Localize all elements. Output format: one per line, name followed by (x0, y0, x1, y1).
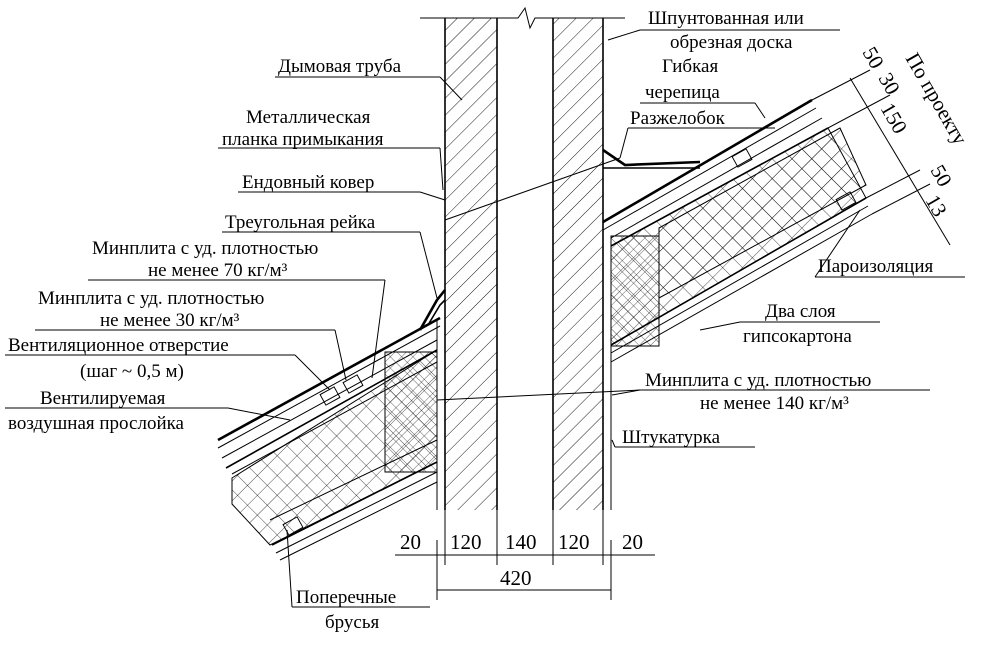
roof-right (602, 98, 873, 363)
chimney-wall-left (445, 18, 497, 510)
label-plaster: Штукатурка (622, 427, 721, 448)
label-vent-hole-1: Вентиляционное отверстие (8, 335, 229, 356)
chimney (420, 6, 625, 510)
label-minplate70-2: не менее 70 кг/м³ (148, 260, 288, 281)
label-vent-layer-1: Вентилируемая (40, 388, 166, 409)
dim-50-top: 50 (858, 43, 889, 73)
dim-50-bottom: 50 (926, 161, 957, 191)
label-vent-hole-2: (шаг ~ 0,5 м) (80, 361, 184, 382)
label-cross-beams-1: Поперечные (296, 587, 396, 608)
label-flex-tile-2: черепица (645, 82, 720, 103)
dim-20-right: 20 (622, 530, 643, 554)
label-flex-tile-1: Гибкая (662, 56, 718, 77)
chimney-wall-right (553, 18, 603, 510)
dim-20-left: 20 (400, 530, 421, 554)
dim-total-420: 420 (500, 566, 532, 590)
label-tongue-board-1: Шпунтованная или (648, 8, 804, 29)
dim-per-project: По проекту (901, 49, 973, 150)
label-chimney: Дымовая труба (278, 56, 402, 77)
labels: Дымовая труба Металлическая планка примы… (8, 8, 934, 633)
dim-30: 30 (874, 69, 905, 99)
label-vapor-barrier: Пароизоляция (818, 256, 934, 277)
label-triangular-strip: Треугольная рейка (225, 212, 376, 233)
dim-150: 150 (876, 99, 913, 138)
label-vent-layer-2: воздушная прослойка (8, 413, 185, 434)
label-gypsum-1: Два слоя (765, 301, 836, 322)
label-minplate30-2: не менее 30 кг/м³ (100, 310, 240, 331)
dim-120-right: 120 (558, 530, 590, 554)
dim-120-left: 120 (450, 530, 482, 554)
label-cross-beams-2: брусья (325, 612, 380, 633)
dimension-bottom: 20 120 140 120 20 420 (395, 510, 655, 600)
label-tongue-board-2: обрезная доска (670, 32, 793, 53)
break-line-top (420, 6, 625, 30)
label-minplate140-2: не менее 140 кг/м³ (700, 393, 849, 414)
label-minplate30-1: Минплита с уд. плотностью (38, 288, 264, 309)
roof-left (217, 289, 447, 561)
label-metal-flashing-2: планка примыкания (222, 129, 384, 150)
label-minplate70-1: Минплита с уд. плотностью (92, 238, 318, 259)
label-gypsum-2: гипсокартона (743, 326, 852, 347)
label-cricket: Разжелобок (630, 108, 726, 129)
dim-140: 140 (505, 530, 537, 554)
label-metal-flashing-1: Металлическая (246, 107, 371, 128)
label-valley-carpet: Ендовный ковер (242, 172, 374, 193)
dim-13: 13 (921, 191, 952, 221)
leader-lines (5, 29, 965, 608)
label-minplate140-1: Минплита с уд. плотностью (645, 370, 871, 391)
